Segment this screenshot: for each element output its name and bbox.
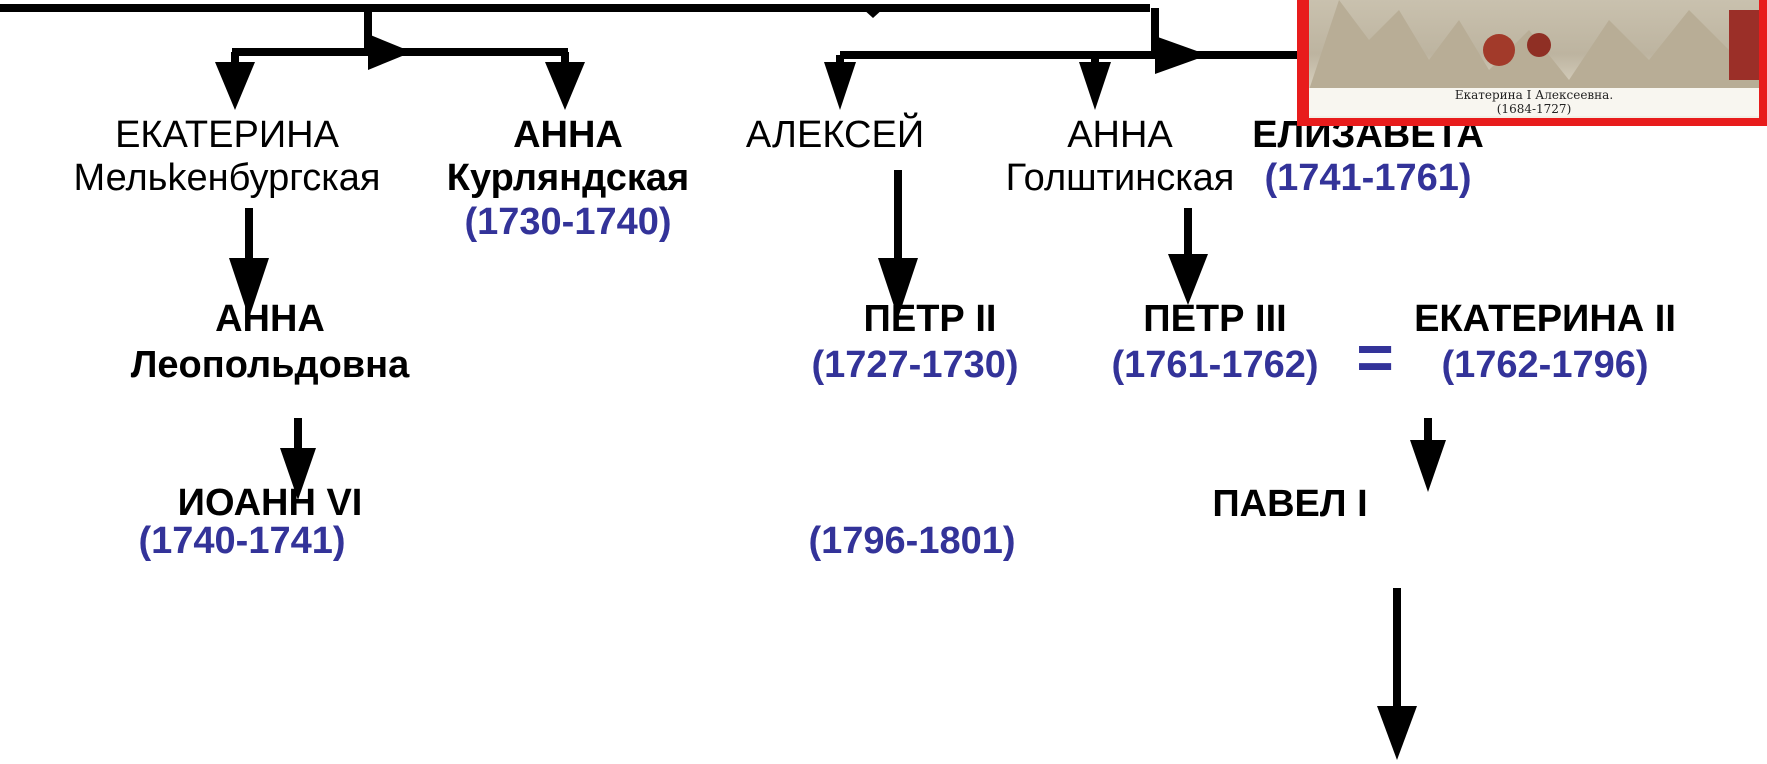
petr3-years: (1761-1762) [1111,344,1319,386]
arrow-down-ekaterina [215,62,255,110]
petr3-name: ПЕТР III [1143,298,1287,340]
pavel1-name: ПАВЕЛ I [1212,483,1368,525]
anna-k-title: Курляндская [446,157,690,199]
ekaterina-m-name: ЕКАТЕРИНА [115,114,339,156]
anna-k-name: АННА [513,114,623,156]
person-anna-k: АННА Курляндская (1730-1740) [428,116,708,241]
arrow-down-ioann [280,448,316,500]
arrow-down-petr2 [878,258,918,318]
person-ekaterina-m: ЕКАТЕРИНА Мельkенбургская [52,116,402,197]
anna-l-name: АННА [215,298,325,340]
person-ekaterina2: ЕКАТЕРИНА II (1762-1796) [1395,300,1695,384]
arrow-right-right-branch [1155,36,1208,74]
ioann6-name: ИОАНН VI [177,482,363,524]
arrow-top-fragment [862,8,884,18]
petr2-years: (1727-1730) [811,344,1019,386]
person-ioann6: ИОАНН VI [130,484,410,522]
marriage-sign: = [1356,321,1394,393]
anna-g-name: АННА [1067,114,1173,156]
arrow-down-aleksei [824,62,856,110]
person-anna-l: АННА Леопольдовна [115,300,425,384]
person-anna-g: АННА Голштинская [975,116,1265,197]
anna-l-title: Леопольдовна [130,344,410,386]
ioann6-years: (1740-1741) [138,520,346,562]
petr2-name: ПЕТР II [863,298,997,340]
arrow-down-anna-k [545,62,585,110]
anna-k-years: (1730-1740) [464,201,672,243]
person-petr2: ПЕТР II (1727-1730) [810,300,1050,384]
portrait-caption: Екатерина I Алексеевна. (1684-1727) [1309,88,1759,116]
arrow-right-left-branch [368,34,412,70]
person-aleksei: АЛЕКСЕЙ [745,114,925,156]
ekaterina-m-title: Мельkенбургская [73,157,381,199]
arrow-down-anna-g [1079,62,1111,110]
arrow-down-anna-l [229,258,269,318]
arrow-down-petr3 [1168,254,1208,305]
ekaterina2-name: ЕКАТЕРИНА II [1414,298,1676,340]
ekaterina2-years: (1762-1796) [1441,344,1649,386]
arrow-down-bottom [1377,706,1417,760]
portrait-painting [1309,0,1759,90]
arrow-down-pavel [1410,440,1446,492]
person-petr3: ПЕТР III (1761-1762) [1095,300,1335,384]
anna-g-title: Голштинская [1005,157,1235,199]
portrait-caption-name: Екатерина I Алексеевна. [1454,88,1614,102]
portrait-image: Екатерина I Алексеевна. (1684-1727) [1297,0,1767,126]
person-elizaveta: ЕЛИЗАВЕТА (1741-1761) [1248,116,1488,197]
elizaveta-years: (1741-1761) [1264,157,1472,199]
portrait-caption-years: (1684-1727) [1496,102,1572,116]
pavel1-years: (1796-1801) [808,520,1016,562]
